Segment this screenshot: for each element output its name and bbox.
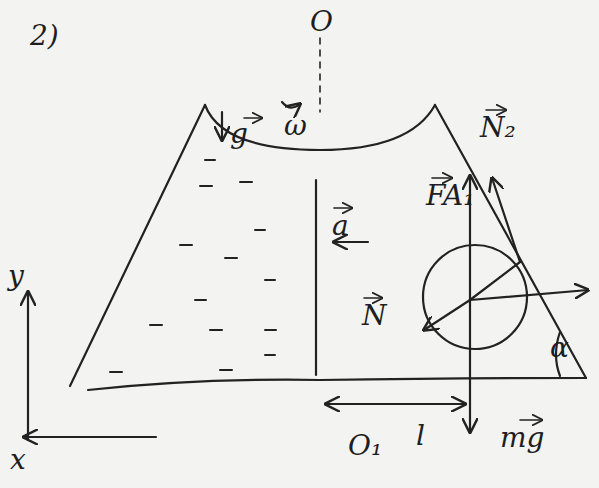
liquid-column [315,180,317,375]
acceleration-arrow [334,241,368,243]
symbol-label: N₂ [478,114,518,142]
rotation-axis [319,38,321,112]
vessel-wall [435,105,586,378]
normal-arrow [424,300,470,330]
vessel-bottom [88,378,586,390]
weight-arrow [469,300,471,432]
symbol-label: α [548,334,571,362]
normal-arrow [492,178,520,262]
symbol-label: N [360,302,389,330]
symbol-label: l [414,422,427,450]
symbol-label: FA₁ [424,182,476,210]
y-axis [27,292,29,440]
rotation-arrow [282,102,300,108]
symbol-label: g [228,120,250,148]
symbol-label: y [6,262,26,290]
force-arrow [470,290,588,300]
normal-line [470,262,520,300]
symbol-label: O [308,8,335,36]
symbol-label: ω [282,112,309,140]
dimension-arrow [326,403,465,405]
liquid-marks [110,160,276,372]
vector-marks [244,110,542,420]
symbol-label: O₁ [346,432,384,460]
symbol-label: 2) [28,22,61,50]
vessel-wall [70,105,205,386]
symbol-label: a [330,212,351,240]
symbol-label: mg [498,424,546,452]
symbol-label: x [8,446,28,474]
gravity-arrow [221,112,223,140]
x-axis [24,436,156,438]
